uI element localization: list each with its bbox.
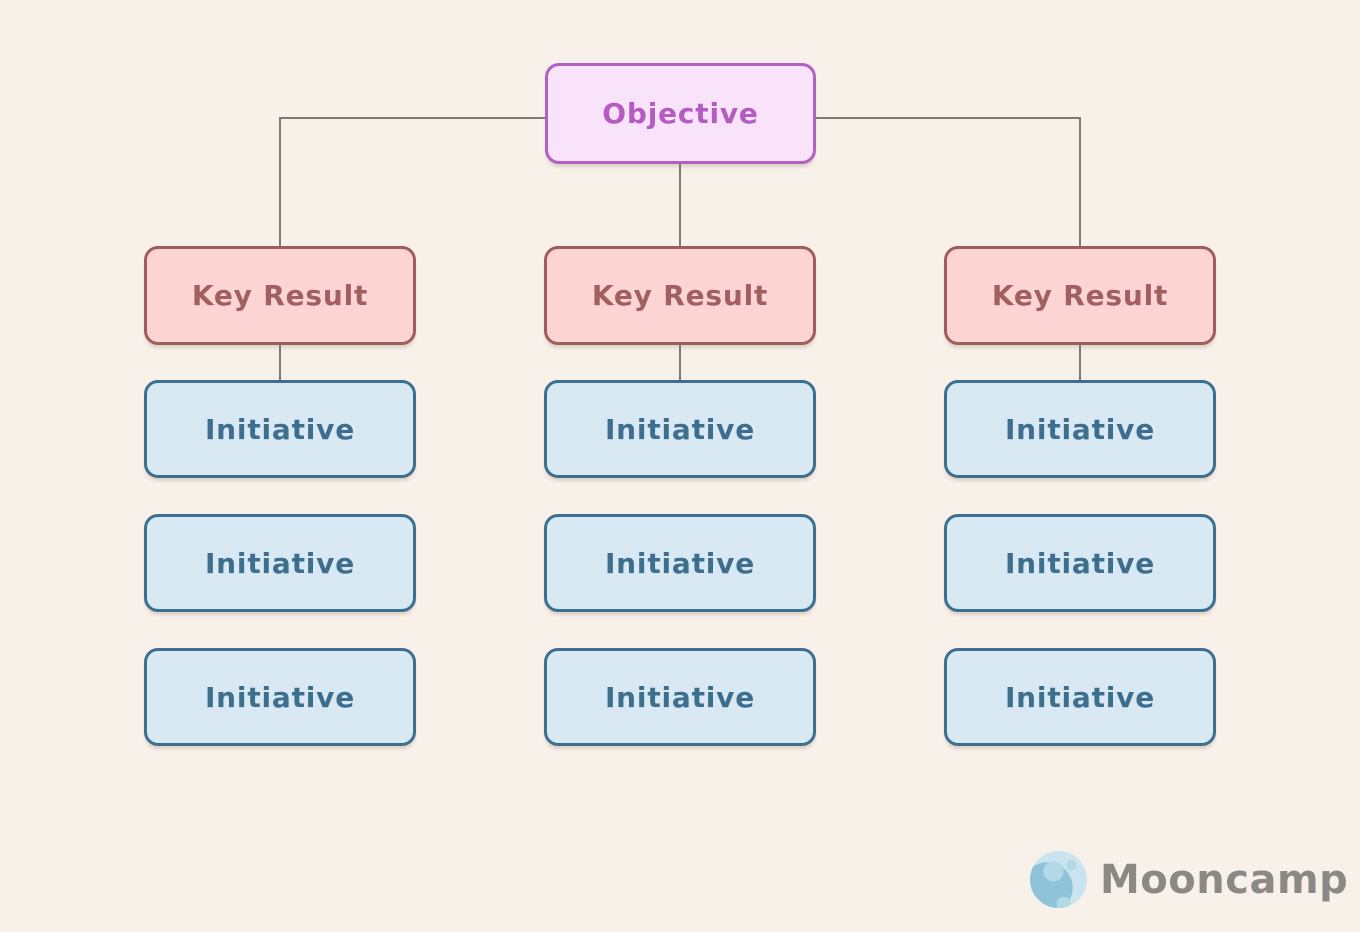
- key-result-node: Key Result: [144, 246, 416, 345]
- moon-icon: [1030, 851, 1087, 908]
- initiative-node: Initiative: [144, 514, 416, 612]
- initiative-node: Initiative: [544, 514, 816, 612]
- initiative-node: Initiative: [144, 380, 416, 478]
- initiative-node: Initiative: [944, 648, 1216, 746]
- connector-objective-to-left-key-result: [279, 117, 545, 246]
- mooncamp-logo: Mooncamp: [1030, 851, 1348, 908]
- initiative-node: Initiative: [944, 380, 1216, 478]
- initiative-node: Initiative: [144, 648, 416, 746]
- initiative-node: Initiative: [944, 514, 1216, 612]
- initiative-node: Initiative: [544, 380, 816, 478]
- key-result-node: Key Result: [944, 246, 1216, 345]
- mooncamp-wordmark: Mooncamp: [1100, 856, 1349, 903]
- key-result-node: Key Result: [544, 246, 816, 345]
- objective-node: Objective: [545, 63, 816, 164]
- connector-objective-to-right-key-result: [816, 117, 1081, 246]
- initiative-node: Initiative: [544, 648, 816, 746]
